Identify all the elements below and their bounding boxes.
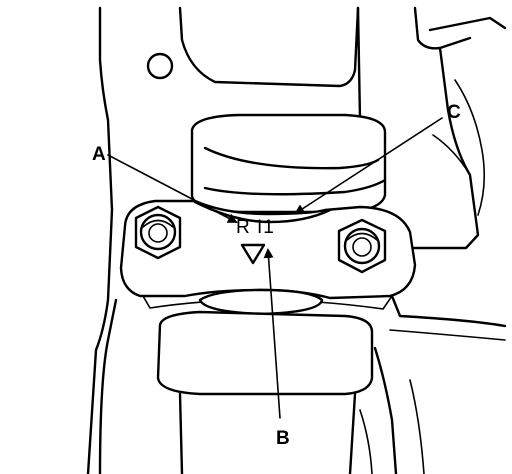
right-bolt [337, 218, 387, 274]
upper-journal [190, 113, 387, 214]
cap-arrow-mark [240, 243, 266, 265]
callout-b: B [276, 428, 290, 449]
engine-block-lower [86, 208, 507, 474]
lower-journal [156, 288, 374, 474]
cap-marking-text: R I1 [236, 217, 275, 238]
callout-c: C [447, 102, 461, 123]
block-hole [146, 52, 174, 80]
leader-arrow-c [294, 117, 443, 215]
leader-arrow-b [263, 248, 281, 419]
callout-a: A [92, 144, 106, 165]
leader-arrow-a [107, 154, 238, 223]
left-bolt [134, 205, 182, 260]
